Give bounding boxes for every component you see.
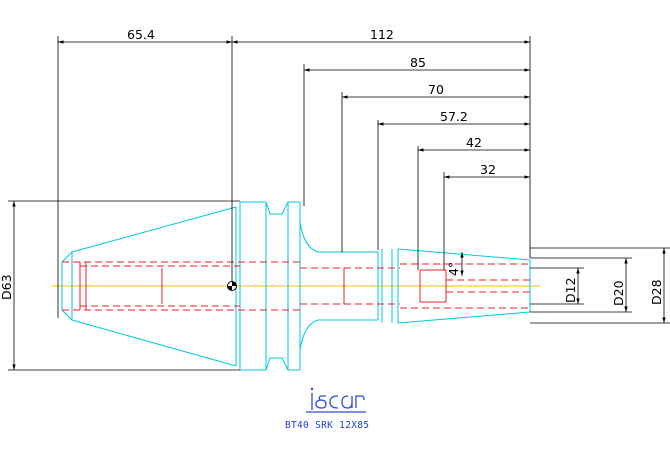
dimension-d20: D20 bbox=[530, 257, 632, 313]
dimension-57-2: 57.2 bbox=[378, 109, 530, 126]
dim-65-4-label: 65.4 bbox=[127, 27, 155, 42]
dimension-d28: D28 bbox=[530, 247, 670, 324]
holder-outline bbox=[61, 201, 531, 371]
dim-85-label: 85 bbox=[410, 55, 426, 70]
dimension-70: 70 bbox=[342, 82, 530, 99]
dim-d20-label: D20 bbox=[611, 280, 626, 306]
dimension-d63: D63 bbox=[0, 200, 240, 371]
dim-angle-label: 4° bbox=[446, 262, 461, 276]
extension-lines bbox=[57, 36, 531, 318]
dimension-32: 32 bbox=[444, 162, 530, 179]
dimension-112: 112 bbox=[232, 27, 530, 44]
dimension-65-4: 65.4 bbox=[58, 27, 232, 44]
dimension-angle: 4° bbox=[446, 252, 464, 276]
hidden-bore-lines bbox=[62, 261, 530, 311]
dim-57-2-label: 57.2 bbox=[440, 109, 468, 124]
dim-42-label: 42 bbox=[466, 135, 482, 150]
tool-designation: BT40 SRK 12X85 bbox=[285, 420, 369, 431]
dimension-42: 42 bbox=[418, 135, 530, 152]
gauge-point-icon bbox=[227, 281, 237, 291]
dim-d63-label: D63 bbox=[0, 274, 14, 300]
dimension-85: 85 bbox=[304, 55, 530, 72]
iscar-logo-icon bbox=[306, 387, 366, 413]
dim-112-label: 112 bbox=[370, 27, 394, 42]
dim-70-label: 70 bbox=[428, 82, 444, 97]
dim-32-label: 32 bbox=[480, 162, 496, 177]
dimension-d12: D12 bbox=[530, 267, 584, 305]
dim-d12-label: D12 bbox=[563, 277, 578, 303]
dim-d28-label: D28 bbox=[649, 279, 664, 305]
